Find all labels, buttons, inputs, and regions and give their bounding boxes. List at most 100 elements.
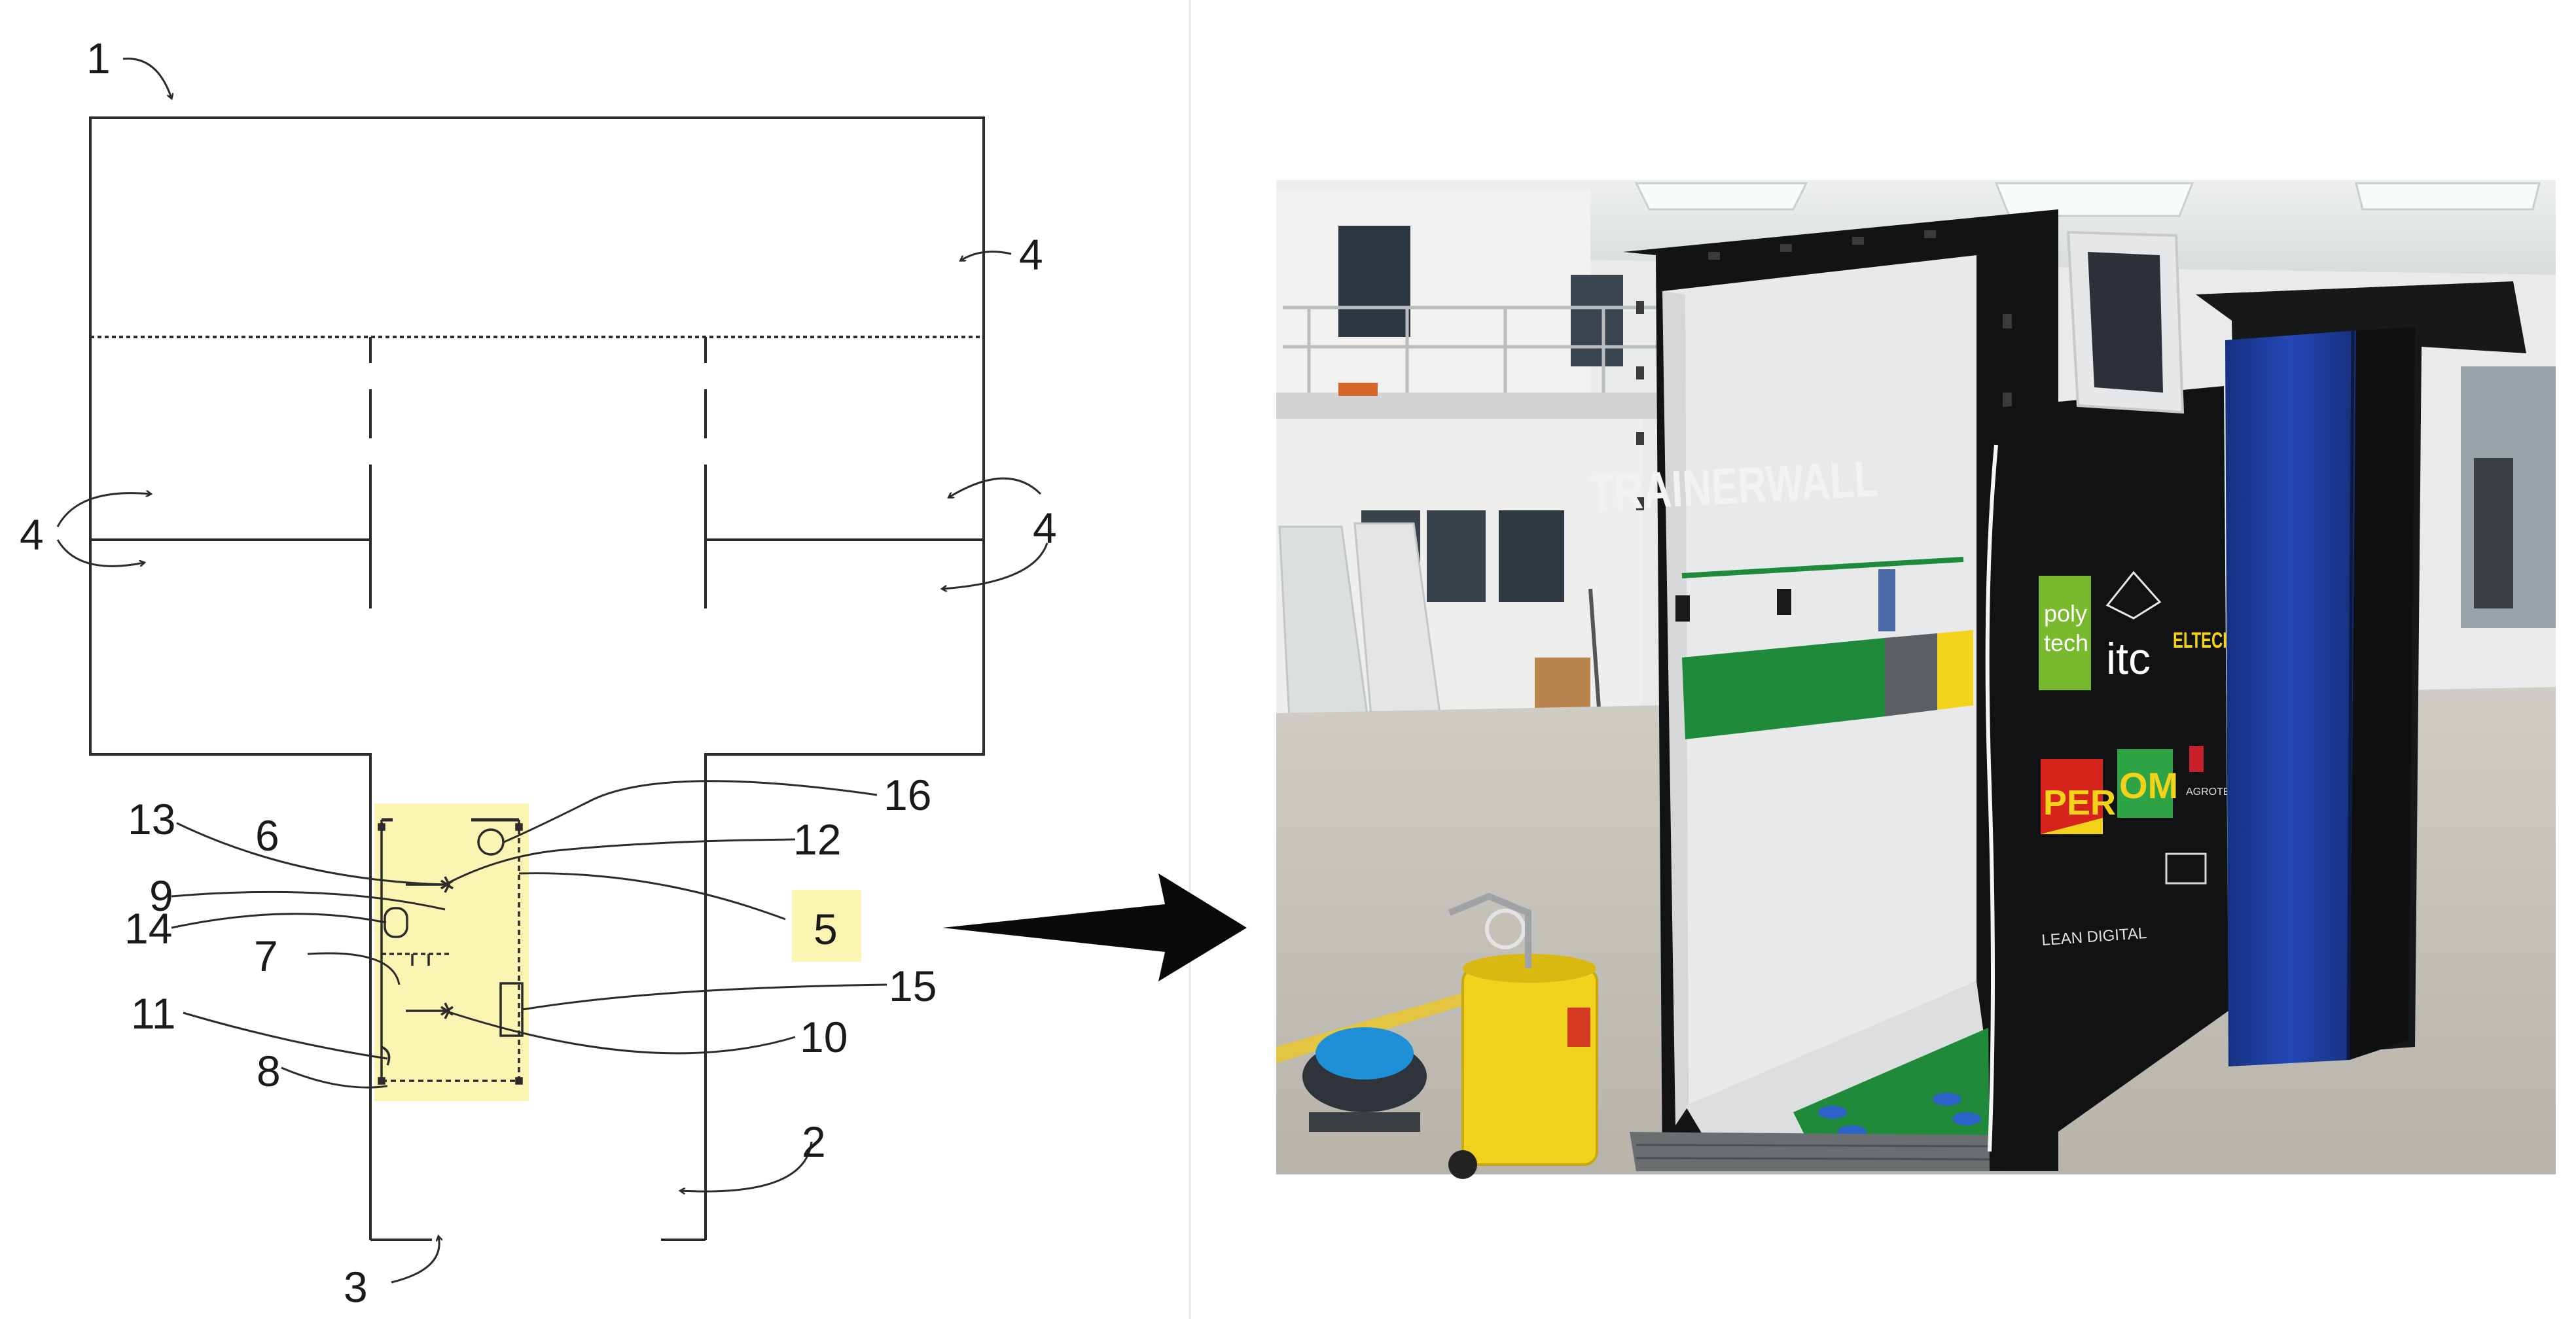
tank-gauge xyxy=(1485,909,1526,949)
ref-16: 16 xyxy=(884,771,931,819)
corridor-lower xyxy=(369,754,707,1241)
curtain-edge xyxy=(2346,330,2355,1061)
yellow-band xyxy=(1937,630,1973,710)
interior-rail xyxy=(1681,557,1964,578)
blue-curtain xyxy=(2225,330,2356,1066)
leader-9 xyxy=(171,890,446,911)
cable-reel-base xyxy=(1309,1112,1420,1132)
right-arrow-icon xyxy=(942,873,1247,981)
leader-11 xyxy=(183,1011,388,1060)
mezzanine-railing xyxy=(1283,306,1662,393)
top-monitor-screen xyxy=(2088,252,2163,393)
patent-diagram xyxy=(89,116,985,756)
agrotech-mark xyxy=(2189,746,2204,772)
element-8-arc xyxy=(381,1046,391,1066)
socket-1 xyxy=(1675,595,1690,622)
ref-7: 7 xyxy=(254,932,278,980)
footprint-1 xyxy=(1818,1106,1847,1119)
ref-9: 9 xyxy=(149,871,173,920)
corner-marker-tr xyxy=(515,823,523,831)
om-logo xyxy=(2117,749,2173,818)
railing-sign xyxy=(1338,383,1378,396)
yellow-tank xyxy=(1461,967,1598,1166)
ref-10: 10 xyxy=(800,1013,848,1061)
window-left xyxy=(1338,226,1410,337)
leader-15 xyxy=(522,983,887,1011)
window-small xyxy=(1571,275,1623,366)
peri-logo-stripe xyxy=(2041,818,2103,834)
ref-15: 15 xyxy=(889,962,937,1010)
polytech-logo xyxy=(2039,576,2091,690)
cable-reel-top xyxy=(1315,1027,1414,1080)
leader-16 xyxy=(503,780,878,843)
forklift-mast xyxy=(2474,458,2513,608)
leader-5 xyxy=(518,872,786,921)
ref-13: 13 xyxy=(128,795,175,843)
element-16-circle xyxy=(477,828,505,856)
leader-4-right-lower xyxy=(942,542,1048,589)
skylight-1 xyxy=(1634,182,1808,211)
reference-numerals: 1 4 4 4 16 13 6 12 9 5 14 7 15 11 10 8 2… xyxy=(20,34,1057,1311)
ref-2: 2 xyxy=(802,1117,826,1166)
floor-grating xyxy=(1630,1132,2003,1171)
ref-4-top: 4 xyxy=(1019,230,1043,279)
itc-logo: itc xyxy=(2105,571,2162,684)
leader-2 xyxy=(681,1141,813,1191)
leader-3 xyxy=(391,1237,439,1284)
corner-marker-br xyxy=(515,1077,523,1085)
corridor-opening xyxy=(372,746,704,759)
skylight-2 xyxy=(1994,182,2194,217)
booth-interior-left xyxy=(1662,291,1689,1125)
ref-14: 14 xyxy=(124,904,172,953)
ref-1: 1 xyxy=(86,34,111,82)
ref-3: 3 xyxy=(344,1263,368,1311)
eltech-logo: ELTECH xyxy=(2173,628,2234,653)
leader-14 xyxy=(171,913,387,929)
corner-marker-bl xyxy=(378,1077,385,1085)
green-band xyxy=(1682,638,1885,739)
polytech-logo-line1: poly xyxy=(2044,600,2087,627)
tank-handle xyxy=(1448,892,1531,968)
leader-10 xyxy=(444,1010,796,1055)
leader-4-top xyxy=(961,251,1012,260)
tank-label xyxy=(1567,1008,1590,1047)
label-5-highlight xyxy=(792,890,861,962)
tank-wheel xyxy=(1448,1150,1477,1179)
left-wall xyxy=(1276,190,1590,406)
ref-5: 5 xyxy=(814,905,838,953)
grey-band xyxy=(1885,633,1937,716)
module-highlight xyxy=(374,803,529,1101)
leader-1 xyxy=(122,58,171,98)
om-logo-text: OM xyxy=(2119,765,2178,806)
small-logo-box xyxy=(2165,853,2207,885)
footprint-4 xyxy=(1952,1112,1981,1125)
trainerwall-photo: TRAINERWALL poly tech itc ELTECH PERI OM… xyxy=(1276,180,2556,1179)
lower-window-2 xyxy=(1427,510,1486,602)
itc-logo-text: itc xyxy=(2106,634,2151,684)
second-booth-side xyxy=(2350,327,2415,1060)
corner-marker-tl xyxy=(378,823,385,831)
leader-7 xyxy=(307,952,401,985)
leader-4-left-upper xyxy=(56,493,151,527)
ref-4-right: 4 xyxy=(1033,504,1057,552)
leader-4-left-lower xyxy=(56,539,144,567)
electrical-box xyxy=(1878,569,1895,631)
ref-6: 6 xyxy=(255,811,279,860)
booth-floor-mat xyxy=(1793,1027,1996,1152)
skylight-3 xyxy=(2355,182,2541,211)
leader-lines xyxy=(56,58,1048,1284)
leader-8 xyxy=(281,1066,388,1089)
white-cable xyxy=(1985,444,1998,1152)
leader-13 xyxy=(176,822,446,886)
ref-8: 8 xyxy=(257,1047,281,1095)
ref-11: 11 xyxy=(131,989,176,1038)
lower-window-3 xyxy=(1499,510,1564,602)
building-outline xyxy=(89,116,985,756)
ref-12: 12 xyxy=(793,815,841,864)
ref-4-left: 4 xyxy=(20,510,44,559)
footprint-3 xyxy=(1933,1093,1961,1106)
leader-4-right-upper xyxy=(949,477,1042,497)
grating-lines xyxy=(1636,1144,2003,1161)
hand-truck xyxy=(1588,588,1602,727)
socket-2 xyxy=(1777,589,1791,615)
